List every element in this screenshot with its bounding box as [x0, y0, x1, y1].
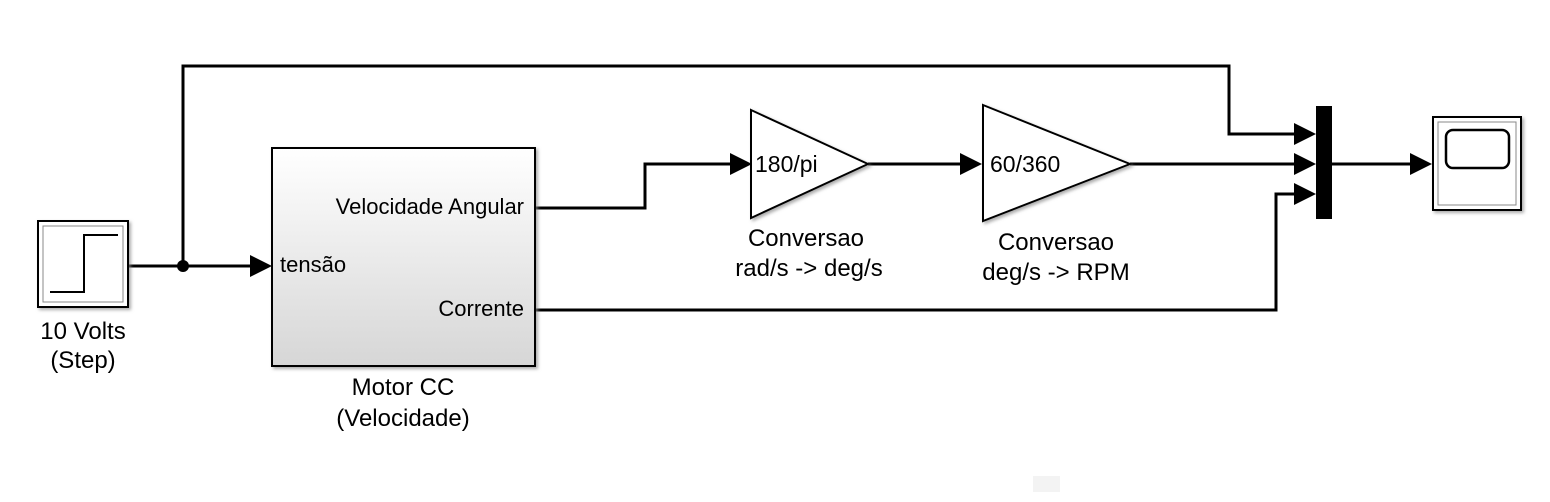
gain2-label-line2: deg/s -> RPM — [982, 259, 1129, 286]
arrowhead-tensao — [250, 255, 272, 277]
gain1-label-line2: rad/s -> deg/s — [735, 255, 882, 282]
motor-label-line2: (Velocidade) — [336, 405, 469, 432]
step-label-line2: (Step) — [50, 347, 115, 374]
wire-branch-to-mux[interactable] — [181, 64, 1296, 266]
motor-subsystem-block[interactable] — [271, 147, 536, 367]
step-label-line1: 10 Volts — [40, 318, 125, 345]
wire-velocidade-to-gain1[interactable] — [535, 162, 734, 210]
branch-point — [177, 260, 189, 272]
mux-block[interactable] — [1316, 106, 1332, 219]
gain2-value: 60/360 — [990, 151, 1060, 177]
arrowhead-scope — [1410, 153, 1432, 175]
port-corrente: Corrente — [438, 296, 524, 321]
scope-icon — [1444, 128, 1511, 170]
faint-mark — [1033, 476, 1060, 492]
step-icon — [50, 234, 118, 293]
arrowhead-mux-in-3 — [1294, 183, 1316, 205]
arrowhead-mux-in-2 — [1294, 153, 1316, 175]
arrowhead-gain1 — [730, 153, 752, 175]
gain2-label-line1: Conversao — [998, 229, 1114, 256]
gain1-value: 180/pi — [755, 151, 818, 177]
port-velocidade-angular: Velocidade Angular — [336, 194, 524, 219]
step-block[interactable] — [37, 220, 129, 308]
port-tensao: tensão — [280, 252, 346, 277]
gain-block-deg-to-rpm[interactable] — [982, 103, 1133, 223]
arrowhead-gain2 — [960, 153, 982, 175]
arrowhead-mux-in-1 — [1294, 123, 1316, 145]
gain-block-rad-to-deg[interactable] — [750, 108, 871, 220]
wire-corrente-to-mux[interactable] — [535, 192, 1296, 312]
gain1-label-line1: Conversao — [748, 225, 864, 252]
scope-block[interactable] — [1432, 116, 1522, 211]
motor-label-line1: Motor CC — [352, 374, 455, 401]
